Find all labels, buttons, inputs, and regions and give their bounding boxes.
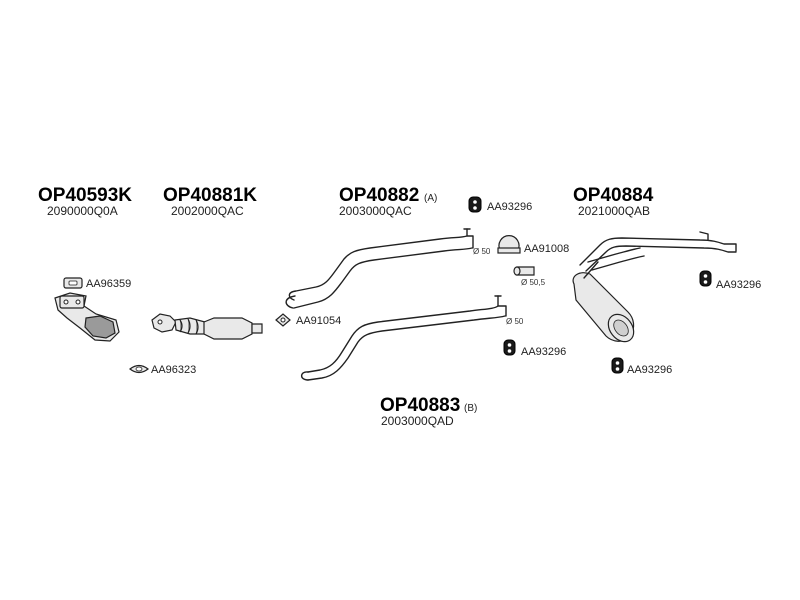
part-suffix-op40883: (B) (464, 403, 477, 414)
intermediate-pipe-op40883 (300, 295, 507, 381)
part-number-op40883: OP40883 (380, 395, 460, 416)
accessory-label-hanger-3: AA93296 (716, 279, 761, 291)
oem-number-op40884: 2021000QAB (578, 204, 650, 218)
accessory-label-gasket-3: AA91054 (296, 315, 341, 327)
gasket-aa96359 (63, 277, 83, 289)
rubber-hanger-2 (503, 339, 516, 356)
accessory-label-hanger-2: AA93296 (521, 346, 566, 358)
part-number-op40882: OP40882 (339, 185, 419, 206)
oem-number-op40882: 2003000QAC (339, 204, 412, 218)
accessory-label-gasket-1: AA96359 (86, 278, 131, 290)
accessory-label-hanger-1: AA93296 (487, 201, 532, 213)
gasket-aa96323 (129, 364, 149, 374)
dimension-clamp: Ø 50,5 (521, 278, 546, 287)
part-suffix-op40882: (A) (424, 193, 437, 204)
accessory-label-hanger-4: AA93296 (627, 364, 672, 376)
accessory-label-clamp-1: AA91008 (524, 243, 569, 255)
dimension-pipe-a-end: Ø 50 (473, 247, 491, 256)
manifold-catalyst-op40593k (54, 292, 120, 342)
clamp-aa91008 (497, 235, 521, 254)
rubber-hanger-1 (468, 196, 482, 213)
accessory-label-gasket-2: AA96323 (151, 364, 196, 376)
rear-silencer-op40884 (572, 231, 737, 343)
rubber-hanger-4 (611, 357, 624, 374)
front-pipe-catalyst-op40881k (151, 313, 263, 340)
oem-number-op40883: 2003000QAD (381, 414, 454, 428)
dimension-pipe-b-end: Ø 50 (506, 317, 524, 326)
pipe-connector (513, 266, 535, 276)
part-number-op40884: OP40884 (573, 185, 654, 206)
part-number-op40881k: OP40881K (163, 185, 257, 206)
oem-number-op40593k: 2090000Q0A (47, 204, 118, 218)
intermediate-pipe-op40882 (285, 228, 474, 309)
rubber-hanger-3 (699, 270, 712, 287)
oem-number-op40881k: 2002000QAC (171, 204, 244, 218)
gasket-aa91054 (275, 313, 291, 327)
part-number-op40593k: OP40593K (38, 185, 132, 206)
